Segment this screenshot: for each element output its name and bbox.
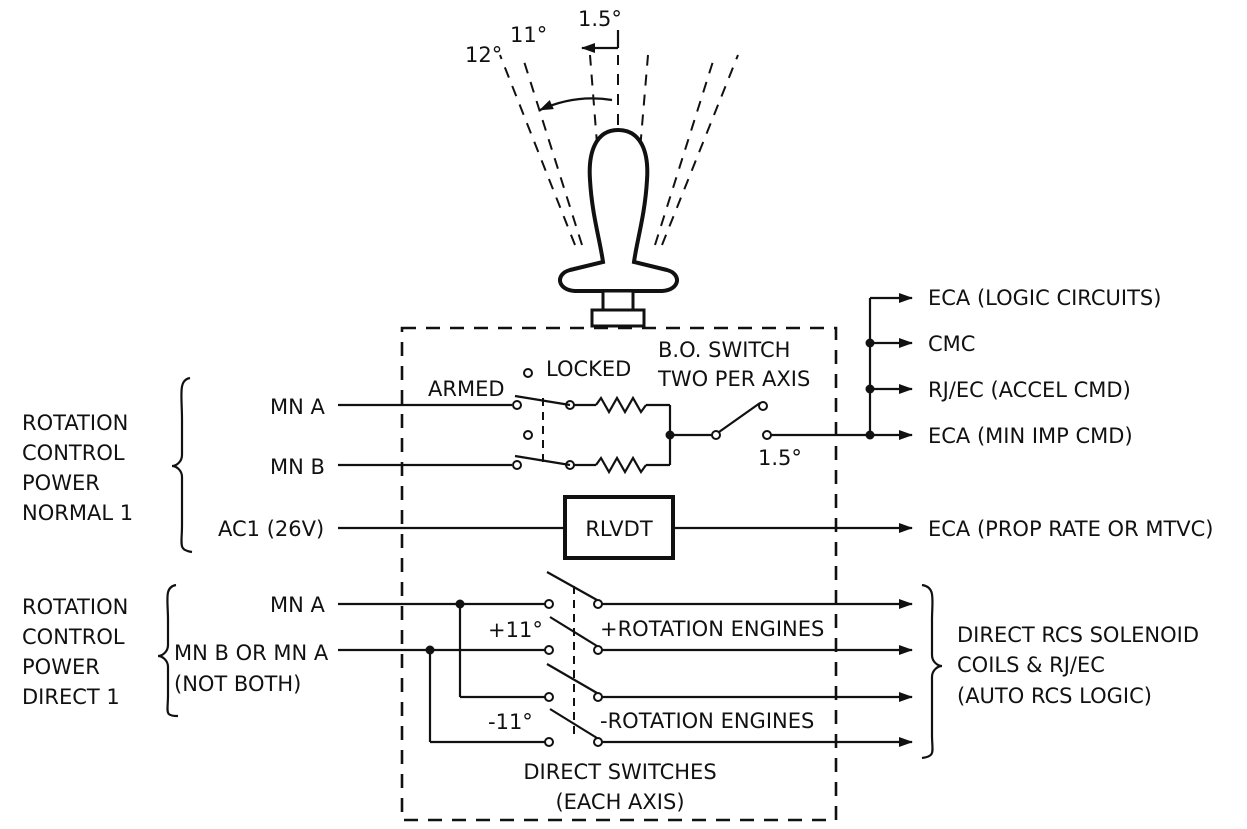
direct-switches-label-line1: DIRECT SWITCHES bbox=[523, 760, 716, 784]
direct-label-line3: POWER bbox=[22, 655, 100, 679]
angle-arcs bbox=[539, 30, 620, 112]
normal-label-line4: NORMAL 1 bbox=[22, 501, 133, 525]
normal-label-line2: CONTROL bbox=[22, 441, 125, 465]
plus-11-label: +11° bbox=[488, 618, 543, 642]
direct-label-line1: ROTATION bbox=[22, 595, 128, 619]
plus-rotation-engines-label: +ROTATION ENGINES bbox=[600, 617, 824, 641]
minus-11-label: -11° bbox=[488, 710, 533, 734]
normal-brace bbox=[171, 376, 193, 554]
direct-switches-label-line2: (EACH AXIS) bbox=[555, 790, 684, 814]
angle-1-5-label: 1.5° bbox=[578, 7, 622, 31]
output-rjec-accel: RJ/EC (ACCEL CMD) bbox=[928, 378, 1131, 402]
direct-brace bbox=[157, 583, 179, 718]
direct-wiring bbox=[338, 571, 913, 747]
mn-b-label: MN B bbox=[270, 455, 325, 479]
ac1-label: AC1 (26V) bbox=[218, 517, 324, 541]
direct-output-line2: COILS & RJ/EC bbox=[957, 653, 1105, 677]
direct-mn-b-or-mn-a-label: MN B OR MN A bbox=[174, 641, 329, 665]
output-min-imp: ECA (MIN IMP CMD) bbox=[928, 424, 1133, 448]
direct-label-line4: DIRECT 1 bbox=[22, 685, 120, 709]
controller-enclosure bbox=[400, 326, 838, 822]
mn-a-label: MN A bbox=[270, 395, 326, 419]
output-prop-rate: ECA (PROP RATE OR MTVC) bbox=[928, 517, 1214, 541]
angle-12-label: 12° bbox=[465, 43, 502, 67]
minus-rotation-engines-label: -ROTATION ENGINES bbox=[600, 709, 814, 733]
direct-label-line2: CONTROL bbox=[22, 625, 125, 649]
normal-label-line1: ROTATION bbox=[22, 411, 128, 435]
direct-output-line1: DIRECT RCS SOLENOID bbox=[957, 623, 1199, 647]
output-logic-circuits: ECA (LOGIC CIRCUITS) bbox=[928, 286, 1161, 310]
angle-rays bbox=[499, 54, 739, 246]
direct-output-brace bbox=[921, 583, 943, 760]
locked-label: LOCKED bbox=[546, 357, 631, 381]
angle-11-label: 11° bbox=[510, 23, 547, 47]
output-cmc: CMC bbox=[928, 332, 975, 356]
bo-switch-label-line1: B.O. SWITCH bbox=[658, 338, 790, 362]
joystick-handle bbox=[558, 127, 679, 328]
bo-switch-angle: 1.5° bbox=[758, 446, 802, 470]
normal-wiring bbox=[338, 293, 913, 475]
armed-label: ARMED bbox=[428, 377, 505, 401]
normal-label-line3: POWER bbox=[22, 471, 100, 495]
direct-output-line3: (AUTO RCS LOGIC) bbox=[957, 684, 1152, 708]
direct-mn-a-label: MN A bbox=[270, 593, 326, 617]
bo-switch-label-line2: TWO PER AXIS bbox=[657, 367, 810, 391]
rlvdt-box bbox=[563, 495, 675, 560]
rlvdt-label: RLVDT bbox=[585, 517, 653, 541]
direct-not-both-label: (NOT BOTH) bbox=[174, 672, 301, 696]
